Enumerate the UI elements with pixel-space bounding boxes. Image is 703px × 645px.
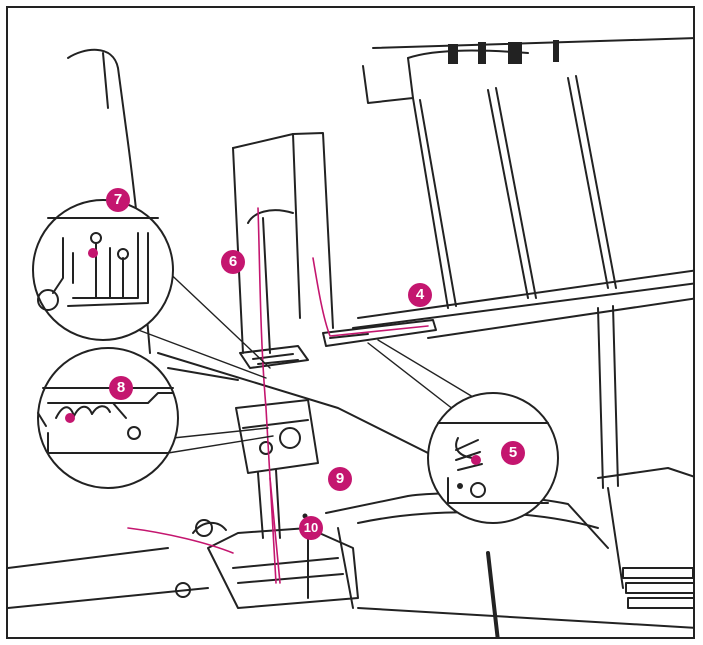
callout-7: 7: [106, 188, 130, 212]
inset-5-dot: [457, 483, 463, 489]
leader-lines: [133, 248, 478, 453]
needle-bar-housing: [233, 133, 333, 353]
illustration-frame: 4 5 6 7 8 9 10: [6, 6, 695, 639]
callout-4: 4: [408, 283, 432, 307]
guide-rod: [158, 353, 448, 463]
inset-7-tension-detail: [33, 200, 173, 340]
machine-bed: [8, 548, 695, 639]
machine-arm-edge: [103, 53, 108, 108]
inset-5-plate-detail: [428, 393, 558, 523]
serger-threading-diagram: [8, 8, 695, 639]
callout-5: 5: [501, 441, 525, 465]
inset-8-guide-detail: [38, 348, 178, 488]
callout-10: 10: [299, 516, 323, 540]
callout-8: 8: [109, 376, 133, 400]
callout-9: 9: [328, 467, 352, 491]
callout-6: 6: [221, 250, 245, 274]
